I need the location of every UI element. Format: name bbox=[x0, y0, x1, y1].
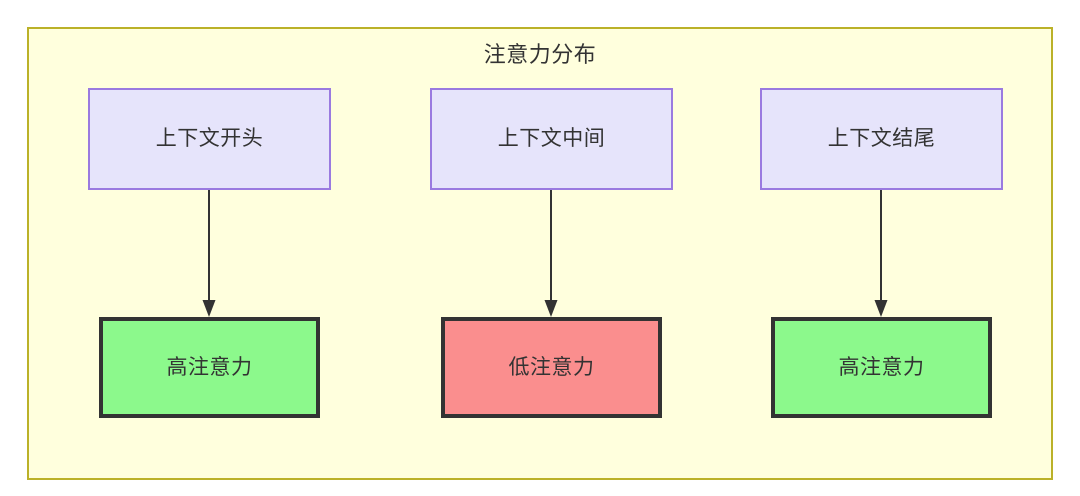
node-attention-low-middle[interactable]: 低注意力 bbox=[441, 317, 662, 418]
edge-context-start-to-attention-high bbox=[202, 190, 216, 317]
node-attention-high-start[interactable]: 高注意力 bbox=[99, 317, 320, 418]
node-context-middle[interactable]: 上下文中间 bbox=[430, 88, 673, 190]
diagram-title: 注意力分布 bbox=[483, 42, 597, 67]
node-context-end[interactable]: 上下文结尾 bbox=[760, 88, 1003, 190]
node-context-start[interactable]: 上下文开头 bbox=[88, 88, 331, 190]
edge-context-middle-to-attention-low bbox=[544, 190, 558, 317]
edge-context-end-to-attention-high bbox=[874, 190, 888, 317]
node-attention-high-end[interactable]: 高注意力 bbox=[771, 317, 992, 418]
